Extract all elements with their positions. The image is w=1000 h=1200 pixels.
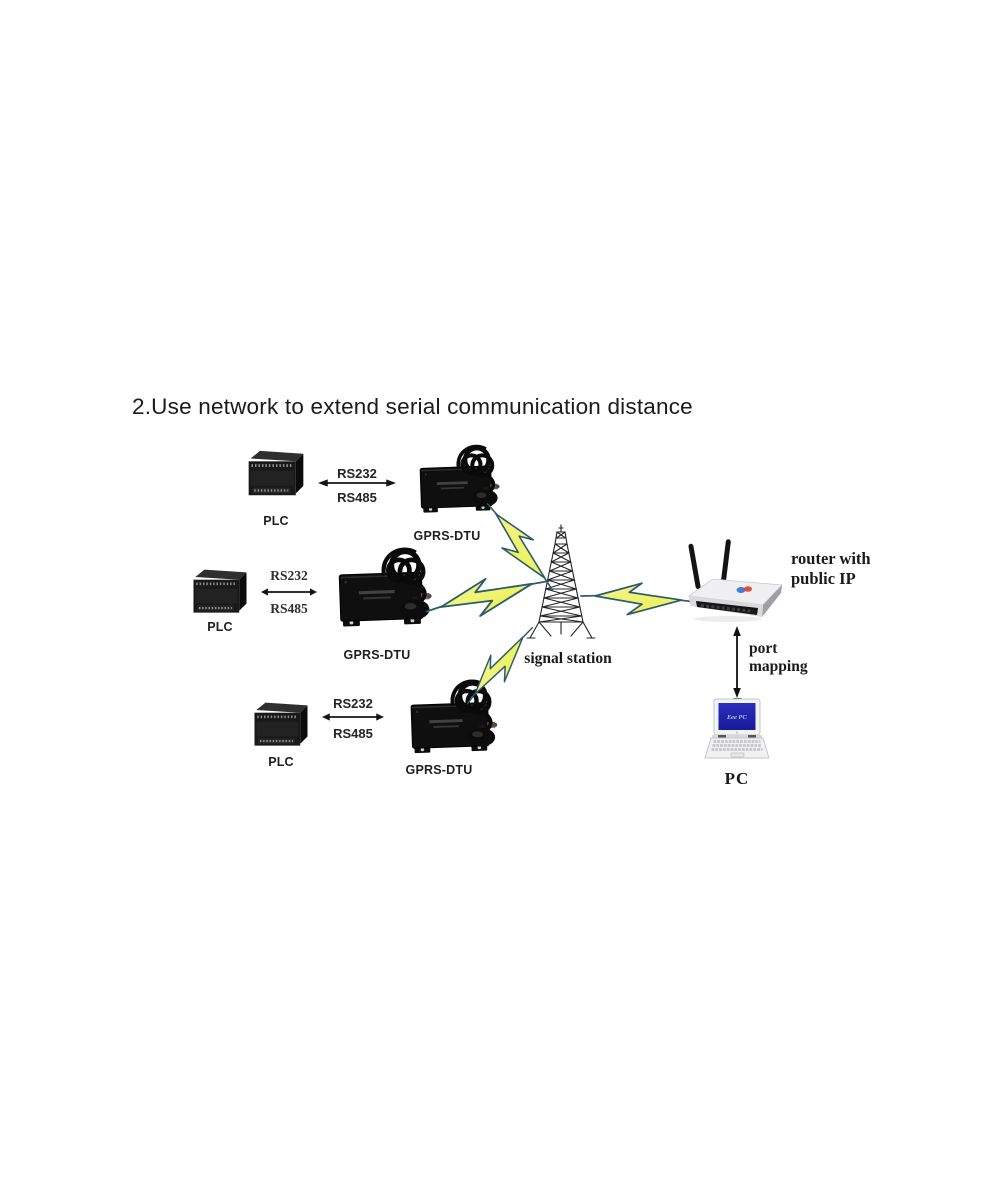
rs232-label: RS232 — [337, 466, 377, 481]
port-mapping-label-line1: port — [749, 640, 778, 657]
router-device — [687, 539, 783, 622]
gprs-dtu-label: GPRS-DTU — [343, 648, 411, 662]
gprs-dtu-label: GPRS-DTU — [413, 529, 481, 543]
signal-tower — [526, 524, 596, 639]
plc-label: PLC — [263, 514, 289, 528]
laptop-screen — [718, 703, 756, 730]
laptop-screen-text: Eee PC — [726, 714, 747, 721]
bolt-middle-dtu-to-tower — [424, 574, 551, 620]
plc-label: PLC — [207, 620, 233, 634]
port-mapping-arrow — [733, 626, 741, 698]
gprs-dtu-label: GPRS-DTU — [405, 763, 473, 777]
router-label-line1: router with — [791, 549, 871, 568]
rs232-label: RS232 — [333, 696, 373, 711]
bolt-bottom-dtu-to-tower — [452, 623, 549, 709]
port-mapping-label-line2: mapping — [749, 658, 808, 675]
plc-label: PLC — [268, 755, 294, 769]
rs232-label: RS232 — [270, 568, 308, 583]
router-label: router with public IP — [791, 549, 871, 588]
rs485-label: RS485 — [333, 726, 373, 741]
pc-laptop: Eee PC — [704, 698, 770, 759]
pc-label: PC — [724, 769, 750, 788]
port-mapping-label: port mapping — [749, 640, 808, 676]
diagram-title: 2.Use network to extend serial communica… — [132, 394, 693, 419]
bolt-tower-to-router — [578, 568, 699, 632]
router-label-line2: public IP — [791, 568, 856, 588]
rs485-label: RS485 — [337, 490, 377, 505]
signal-station-label: signal station — [524, 650, 612, 667]
rs485-label: RS485 — [270, 601, 308, 616]
router-logo — [736, 587, 746, 593]
